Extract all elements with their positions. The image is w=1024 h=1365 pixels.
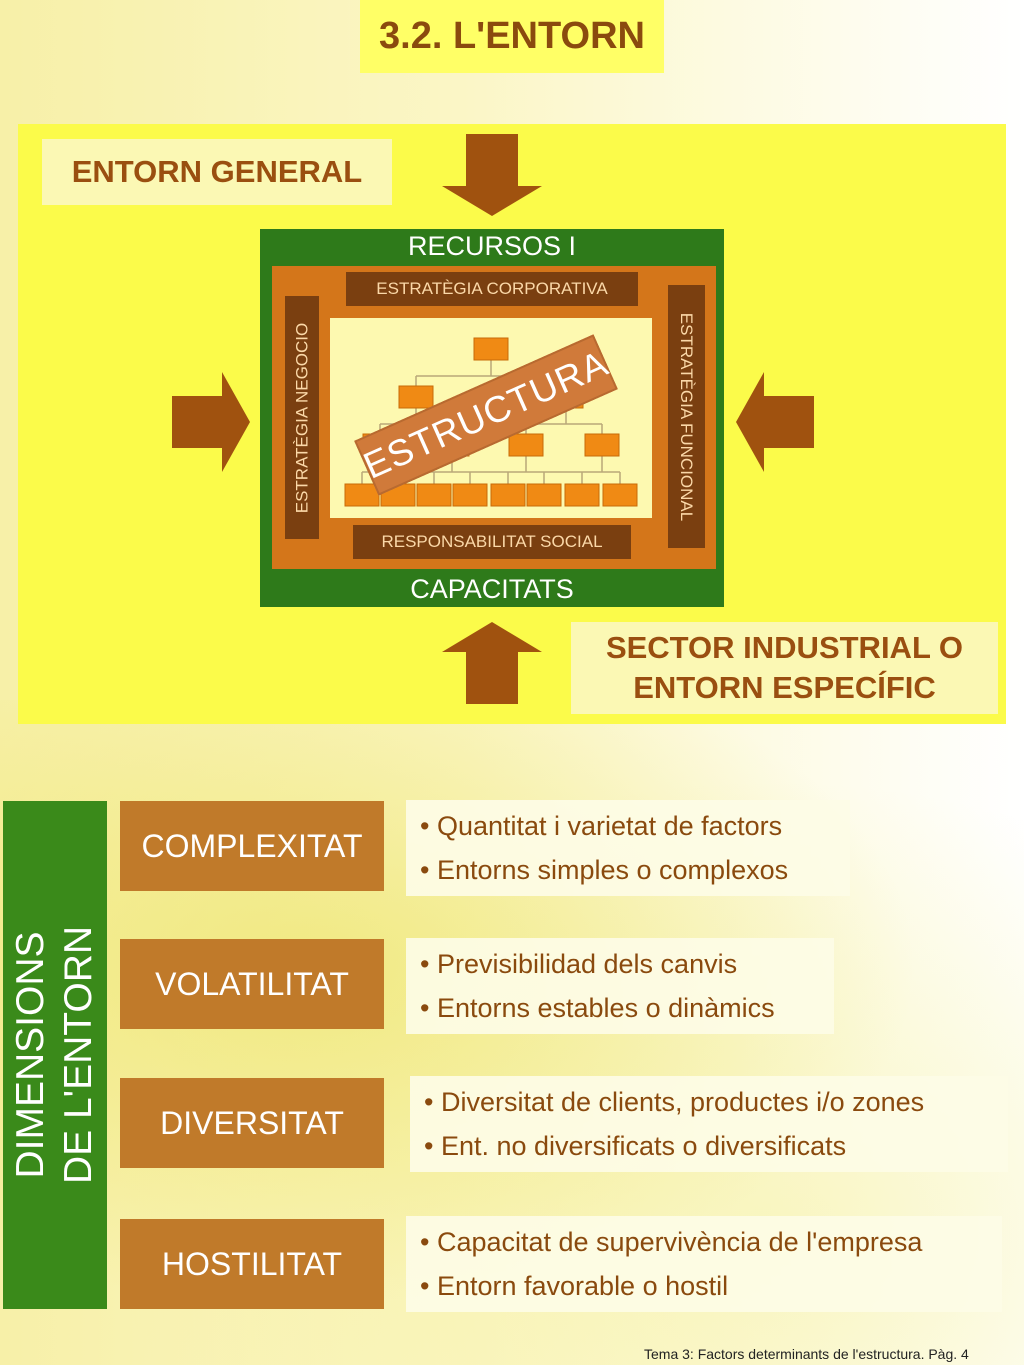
- dimension-desc-diversitat: • Diversitat de clients, productes i/o z…: [410, 1076, 1008, 1172]
- estrategia-negocio-label: ESTRATÈGIA NEGOCIO: [292, 322, 311, 513]
- dimension-desc-volatilitat: • Previsibilidad dels canvis • Entorns e…: [406, 938, 834, 1034]
- dimension-label-hostilitat: HOSTILITAT: [120, 1219, 384, 1309]
- sector-line-2: ENTORN ESPECÍFIC: [633, 670, 936, 705]
- title-box: 3.2. L'ENTORN: [360, 0, 664, 73]
- bullet-item: • Diversitat de clients, productes i/o z…: [424, 1087, 925, 1117]
- bullet-item: • Entorns estables o dinàmics: [420, 993, 775, 1023]
- dimension-label-volatilitat: VOLATILITAT: [120, 939, 384, 1029]
- bullet-item: • Quantitat i varietat de factors: [420, 811, 783, 841]
- arrow-left-icon: [736, 372, 814, 472]
- dimensions-title-line-2: DE L'ENTORN: [57, 925, 101, 1185]
- estrategia-corporativa-label: ESTRATÈGIA CORPORATIVA: [346, 272, 638, 306]
- bullet-item: • Capacitat de supervivència de l'empres…: [420, 1227, 923, 1257]
- footer-text: Tema 3: Factors determinants de l'estruc…: [644, 1346, 969, 1362]
- dimensions-title-line-1: DIMENSIONS: [9, 931, 53, 1179]
- dimension-desc-complexitat: • Quantitat i varietat de factors • Ento…: [406, 800, 850, 896]
- dimension-label-complexitat: COMPLEXITAT: [120, 801, 384, 891]
- bullet-item: • Entorn favorable o hostil: [420, 1271, 729, 1301]
- sector-industrial-label: SECTOR INDUSTRIAL O ENTORN ESPECÍFIC: [571, 622, 998, 714]
- arrow-right-icon: [172, 372, 250, 472]
- arrow-up-icon: [442, 622, 542, 704]
- sector-line-1: SECTOR INDUSTRIAL O: [605, 630, 964, 665]
- dimension-label-diversitat: DIVERSITAT: [120, 1078, 384, 1168]
- recursos-label: RECURSOS I: [407, 231, 577, 261]
- page-title: 3.2. L'ENTORN: [379, 15, 645, 57]
- dimension-desc-hostilitat: • Capacitat de supervivència de l'empres…: [406, 1216, 1002, 1312]
- estrategia-funcional-pill: ESTRATÈGIA FUNCIONAL: [668, 285, 705, 548]
- entorn-general-label: ENTORN GENERAL: [42, 139, 392, 205]
- estrategia-negocio-pill: ESTRATÈGIA NEGOCIO: [285, 296, 319, 539]
- bullet-item: • Previsibilidad dels canvis: [420, 949, 738, 979]
- bullet-item: • Entorns simples o complexos: [420, 855, 789, 885]
- dimensions-title-bar: DIMENSIONS DE L'ENTORN: [3, 801, 107, 1309]
- responsabilitat-social-label: RESPONSABILITAT SOCIAL: [353, 525, 631, 559]
- estrategia-funcional-label: ESTRATÈGIA FUNCIONAL: [677, 312, 697, 521]
- capacitats-label: CAPACITATS: [410, 574, 574, 604]
- bullet-item: • Ent. no diversificats o diversificats: [424, 1131, 847, 1161]
- arrow-down-icon: [442, 134, 542, 216]
